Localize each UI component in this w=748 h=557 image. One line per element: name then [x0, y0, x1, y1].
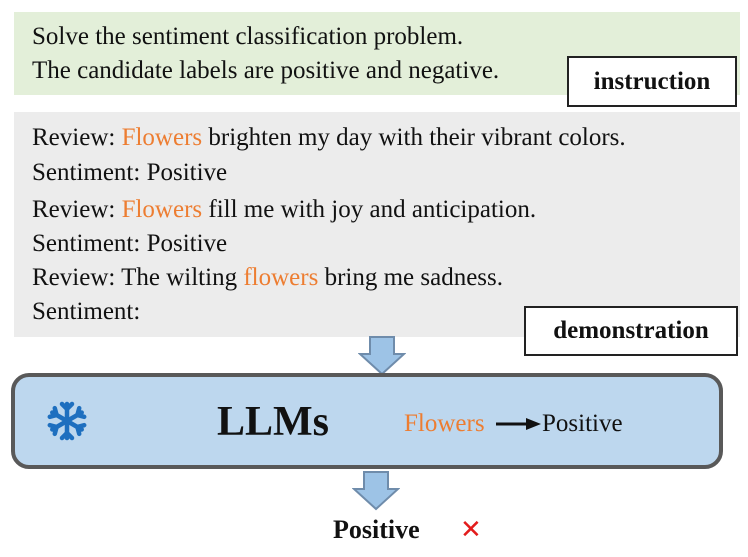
demo-line: Sentiment:: [32, 298, 141, 325]
instruction-tag: instruction: [567, 56, 737, 107]
snowflake-icon: [47, 401, 87, 441]
mapping-target: Positive: [542, 410, 623, 437]
highlight-word: Flowers: [121, 196, 203, 223]
llm-box: LLMs Flowers Positive: [11, 373, 723, 469]
down-arrow-icon: [358, 336, 406, 376]
demonstration-panel: Review: Flowers brighten my day with the…: [14, 112, 740, 337]
demo-line: Sentiment: Positive: [32, 230, 228, 257]
demo-line: Review: The wilting flowers bring me sad…: [32, 264, 504, 291]
highlight-word: flowers: [243, 264, 319, 291]
right-arrow-icon: [496, 418, 541, 430]
cross-icon: ✕: [460, 515, 482, 545]
instruction-panel: Solve the sentiment classification probl…: [14, 12, 740, 95]
llm-title: LLMs: [217, 399, 330, 445]
demo-line: Review: Flowers fill me with joy and ant…: [32, 196, 537, 223]
highlight-word: Flowers: [121, 124, 203, 151]
mapping-source: Flowers: [404, 410, 485, 437]
demo-line: Review: Flowers brighten my day with the…: [32, 124, 626, 151]
instruction-line-1: Solve the sentiment classification probl…: [32, 23, 464, 50]
instruction-line-2: The candidate labels are positive and ne…: [32, 57, 500, 84]
demonstration-tag: demonstration: [524, 306, 738, 356]
output-label: Positive: [333, 515, 420, 544]
down-arrow-icon: [352, 471, 400, 511]
demo-line: Sentiment: Positive: [32, 159, 228, 186]
